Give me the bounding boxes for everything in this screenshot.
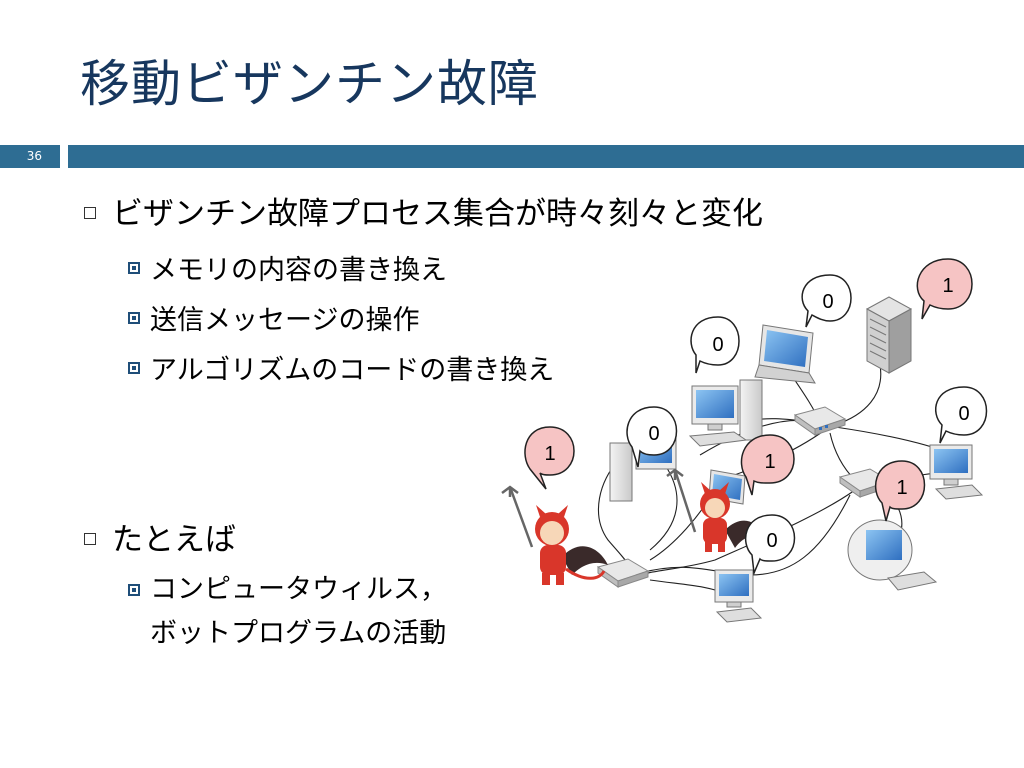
filled-square-bullet-icon (128, 311, 140, 324)
laptop-icon (754, 324, 816, 384)
title-divider-band (68, 145, 1024, 168)
bubble-mid-devil-shape (740, 434, 795, 496)
bubble-tower-mid-value: 0 (648, 423, 659, 445)
server-tower-icon (865, 296, 913, 374)
bubble-server-shape (916, 258, 973, 320)
bubble-left-devil-shape (524, 426, 575, 490)
bullet-sub-1: メモリの内容の書き換え (128, 248, 447, 287)
bullet-sub-2: 送信メッセージの操作 (128, 298, 419, 337)
bullet-sub-1-text: メモリの内容の書き換え (150, 255, 447, 286)
bubble-router-right: 1 (874, 460, 926, 522)
bubble-mid-devil: 1 (740, 434, 795, 496)
bubble-desktop-top: 0 (690, 316, 740, 374)
bullet-sub-4: コンピュータウィルス， ボットプログラムの活動 (128, 568, 447, 656)
bullet-sub-3: アルゴリズムのコードの書き換え (128, 348, 554, 387)
network-diagram: 0 1 0 0 0 1 1 1 0 (501, 258, 988, 623)
bullet-sub-4-line-2: ボットプログラムの活動 (150, 618, 447, 649)
bubble-bottom-pc-shape (744, 514, 796, 576)
bubble-left-devil-value: 1 (544, 443, 555, 465)
bubble-desktop-top-value: 0 (712, 334, 723, 356)
bubble-desktop-top-shape (690, 316, 740, 374)
bubble-router-right-value: 1 (896, 477, 907, 499)
bullet-main-1-text: ビザンチン故障プロセス集合が時々刻々と変化 (112, 196, 763, 232)
bubble-laptop: 0 (801, 274, 852, 328)
bullet-sub-2-text: 送信メッセージの操作 (150, 305, 420, 336)
bubble-bottom-pc: 0 (744, 514, 796, 576)
bubble-server-value: 1 (942, 275, 953, 297)
bullet-main-1: ビザンチン故障プロセス集合が時々刻々と変化 (84, 188, 763, 233)
bubble-server: 1 (916, 258, 973, 320)
filled-square-bullet-icon (128, 261, 140, 274)
hollow-square-bullet-icon (84, 206, 96, 219)
desktop-computer-icon (688, 379, 763, 447)
devil-left-icon (501, 485, 608, 585)
bullet-main-2-text: たとえば (112, 522, 236, 558)
bubble-tower-mid-shape (626, 406, 678, 468)
bullet-main-2: たとえば (84, 514, 236, 559)
filled-square-bullet-icon (128, 361, 140, 374)
bubble-router-right-shape (874, 460, 926, 522)
bubble-right-pc-value: 0 (958, 403, 969, 425)
bubble-laptop-value: 0 (822, 291, 833, 313)
bullet-sub-4-line-1: コンピュータウィルス， (150, 574, 447, 605)
slide-number: 36 (0, 145, 60, 168)
crt-computer-icon (847, 519, 938, 591)
router-bottom-icon (596, 558, 650, 588)
router-hub-icon (793, 406, 847, 436)
devil-middle-icon (666, 468, 765, 552)
filled-square-bullet-icon (128, 584, 140, 596)
desktop-bottom-icon (714, 569, 763, 623)
bubble-tower-mid: 0 (626, 406, 678, 468)
bubble-mid-devil-value: 1 (764, 451, 775, 473)
desktop-right-icon (929, 444, 984, 500)
hollow-square-bullet-icon (84, 532, 96, 545)
bubble-bottom-pc-value: 0 (766, 530, 777, 552)
bullet-sub-3-text: アルゴリズムのコードの書き換え (150, 355, 555, 386)
bubble-right-pc-shape (934, 386, 988, 444)
bubble-left-devil: 1 (524, 426, 575, 490)
bubble-right-pc: 0 (934, 386, 988, 444)
slide-title: 移動ビザンチン故障 (80, 55, 539, 113)
bubble-laptop-shape (801, 274, 852, 328)
